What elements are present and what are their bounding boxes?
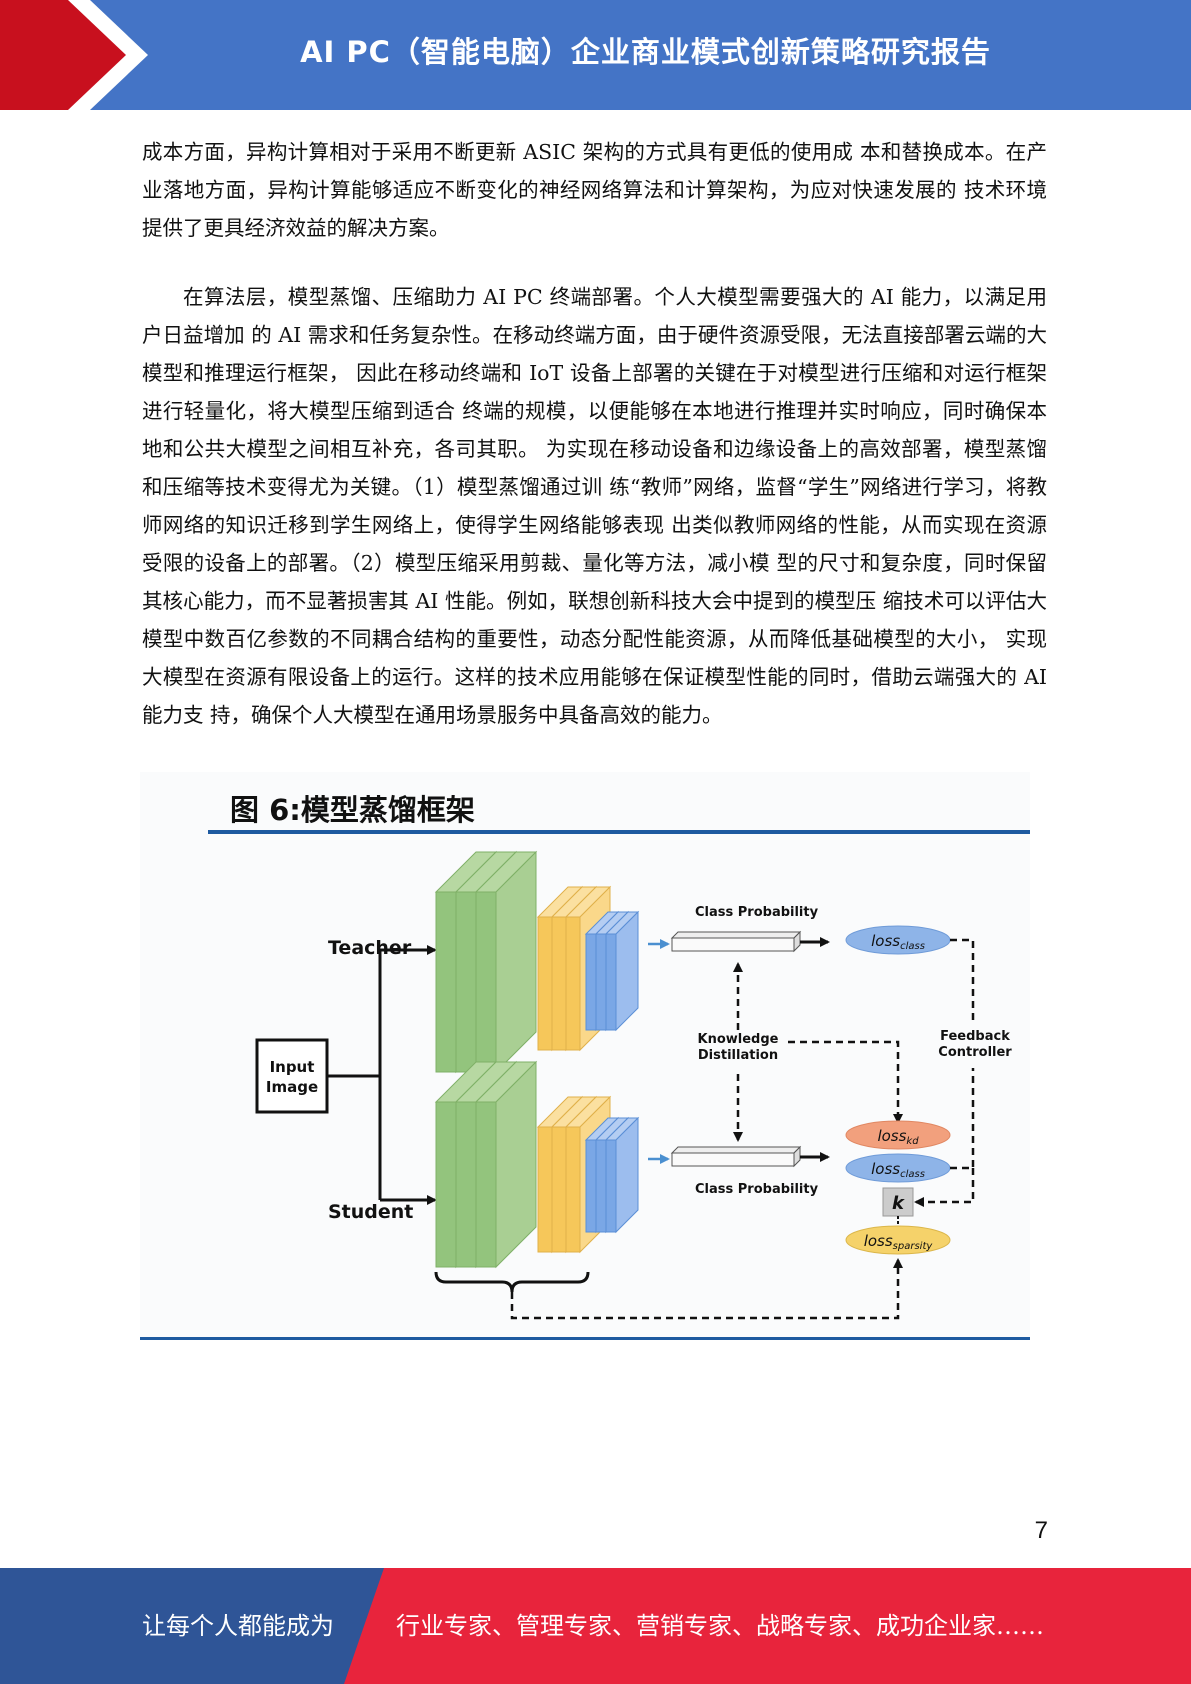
svg-text:losssparsity: losssparsity: [864, 1232, 934, 1252]
class-probability-bottom-label: Class Probability: [695, 1182, 819, 1197]
input-image-box: [255, 1038, 329, 1114]
knowledge-label-line1: Knowledge: [698, 1032, 779, 1047]
input-label-line2: Image: [266, 1078, 318, 1096]
svg-text:losskd: losskd: [877, 1127, 919, 1147]
student-probability-bar: [670, 1145, 802, 1168]
footer-slogan-right: 行业专家、管理专家、营销专家、战略专家、成功企业家……: [396, 1612, 1044, 1640]
student-network-brace: [434, 1271, 590, 1293]
class-probability-top-label: Class Probability: [695, 905, 819, 920]
page-footer: 让每个人都能成为 行业专家、管理专家、营销专家、战略专家、成功企业家……: [0, 1568, 1191, 1684]
feedback-label-line2: Controller: [938, 1045, 1012, 1060]
page-header: AI PC（智能电脑）企业商业模式创新策略研究报告: [0, 0, 1191, 110]
teacher-label: Teacher: [328, 937, 412, 959]
footer-background: [0, 1568, 1191, 1684]
feedback-label-line1: Feedback: [940, 1029, 1010, 1044]
figure-bottom-rule: [140, 1337, 1030, 1340]
student-network: [434, 1060, 640, 1269]
figure-distillation-framework: 图 6:模型蒸馏框架 Input Image Teacher Student: [140, 772, 1030, 1340]
paragraph-algorithm: 在算法层，模型蒸馏、压缩助力 AI PC 终端部署。个人大模型需要强大的 AI …: [142, 285, 1047, 727]
teacher-probability-bar: [670, 930, 802, 953]
svg-text:lossclass: lossclass: [871, 1160, 925, 1180]
loss-sparsity: [845, 1225, 951, 1255]
header-chevron-shape: [0, 0, 148, 110]
figure-title: 图 6:模型蒸馏框架: [230, 793, 475, 827]
k-weight-box: [882, 1187, 914, 1217]
report-title: AI PC（智能电脑）企业商业模式创新策略研究报告: [300, 35, 991, 69]
paragraph-cost: 成本方面，异构计算相对于采用不断更新 ASIC 架构的方式具有更低的使用成 本和…: [142, 140, 1047, 240]
figure-top-rule: [208, 830, 1030, 834]
footer-slogan-left: 让每个人都能成为: [142, 1612, 334, 1640]
student-label: Student: [328, 1201, 413, 1223]
knowledge-label-line2: Distillation: [698, 1048, 778, 1063]
page-number: 7: [1034, 1517, 1048, 1544]
svg-text:lossclass: lossclass: [871, 932, 925, 952]
teacher-network: [434, 850, 640, 1074]
distillation-diagram: Input Image Teacher Student: [255, 850, 1012, 1320]
k-label: k: [892, 1193, 905, 1214]
input-label-line1: Input: [270, 1058, 315, 1076]
loss-kd: [845, 1120, 951, 1150]
